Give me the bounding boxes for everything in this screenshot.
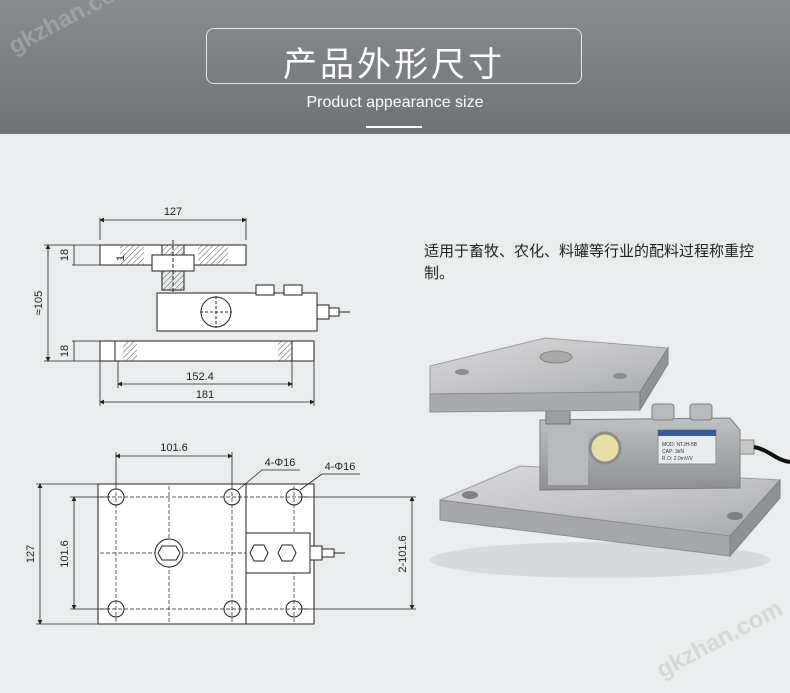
dim-bottom-thickness: 18 [59,345,71,357]
dim-hole-spacing: 101.6 [160,442,188,454]
hole-label-1: 4-Φ16 [265,457,296,469]
nameplate-line1: MOD: NTJH-5B [662,442,698,448]
hole-label-2: 4-Φ16 [325,461,356,473]
title-underline [366,126,422,128]
dim-right: 2-101.6 [397,535,409,572]
dim-total-width: 181 [196,389,214,401]
dim-small: 1 [115,255,127,261]
nameplate-line3: R.O: 2.0mV/V [662,456,694,462]
dim-height: ≈105 [33,291,45,315]
dim-inner-height: 101.6 [59,540,71,568]
page-title: 产品外形尺寸 [283,45,505,85]
dim-mid-width: 152.4 [186,371,214,383]
dim-top-width: 127 [164,206,182,218]
nameplate-line2: CAP: 3kN [662,449,684,455]
page-subtitle: Product appearance size [306,94,484,111]
dim-top-thickness: 18 [59,249,71,261]
product-photo: MOD: NTJH-5B CAP: 3kN R.O: 2.0mV/V [429,337,790,578]
product-description: 适用于畜牧、农化、料罐等行业的配料过程称重控制。 [424,242,755,282]
load-cell [156,292,318,332]
side-view-drawing [44,217,350,406]
title-box: 产品外形尺寸 [206,28,582,85]
dim-top-view-height: 127 [25,545,37,563]
header-banner: 产品外形尺寸 Product appearance size [0,0,790,134]
bottom-plate [99,340,315,362]
top-view-drawing [36,452,416,625]
